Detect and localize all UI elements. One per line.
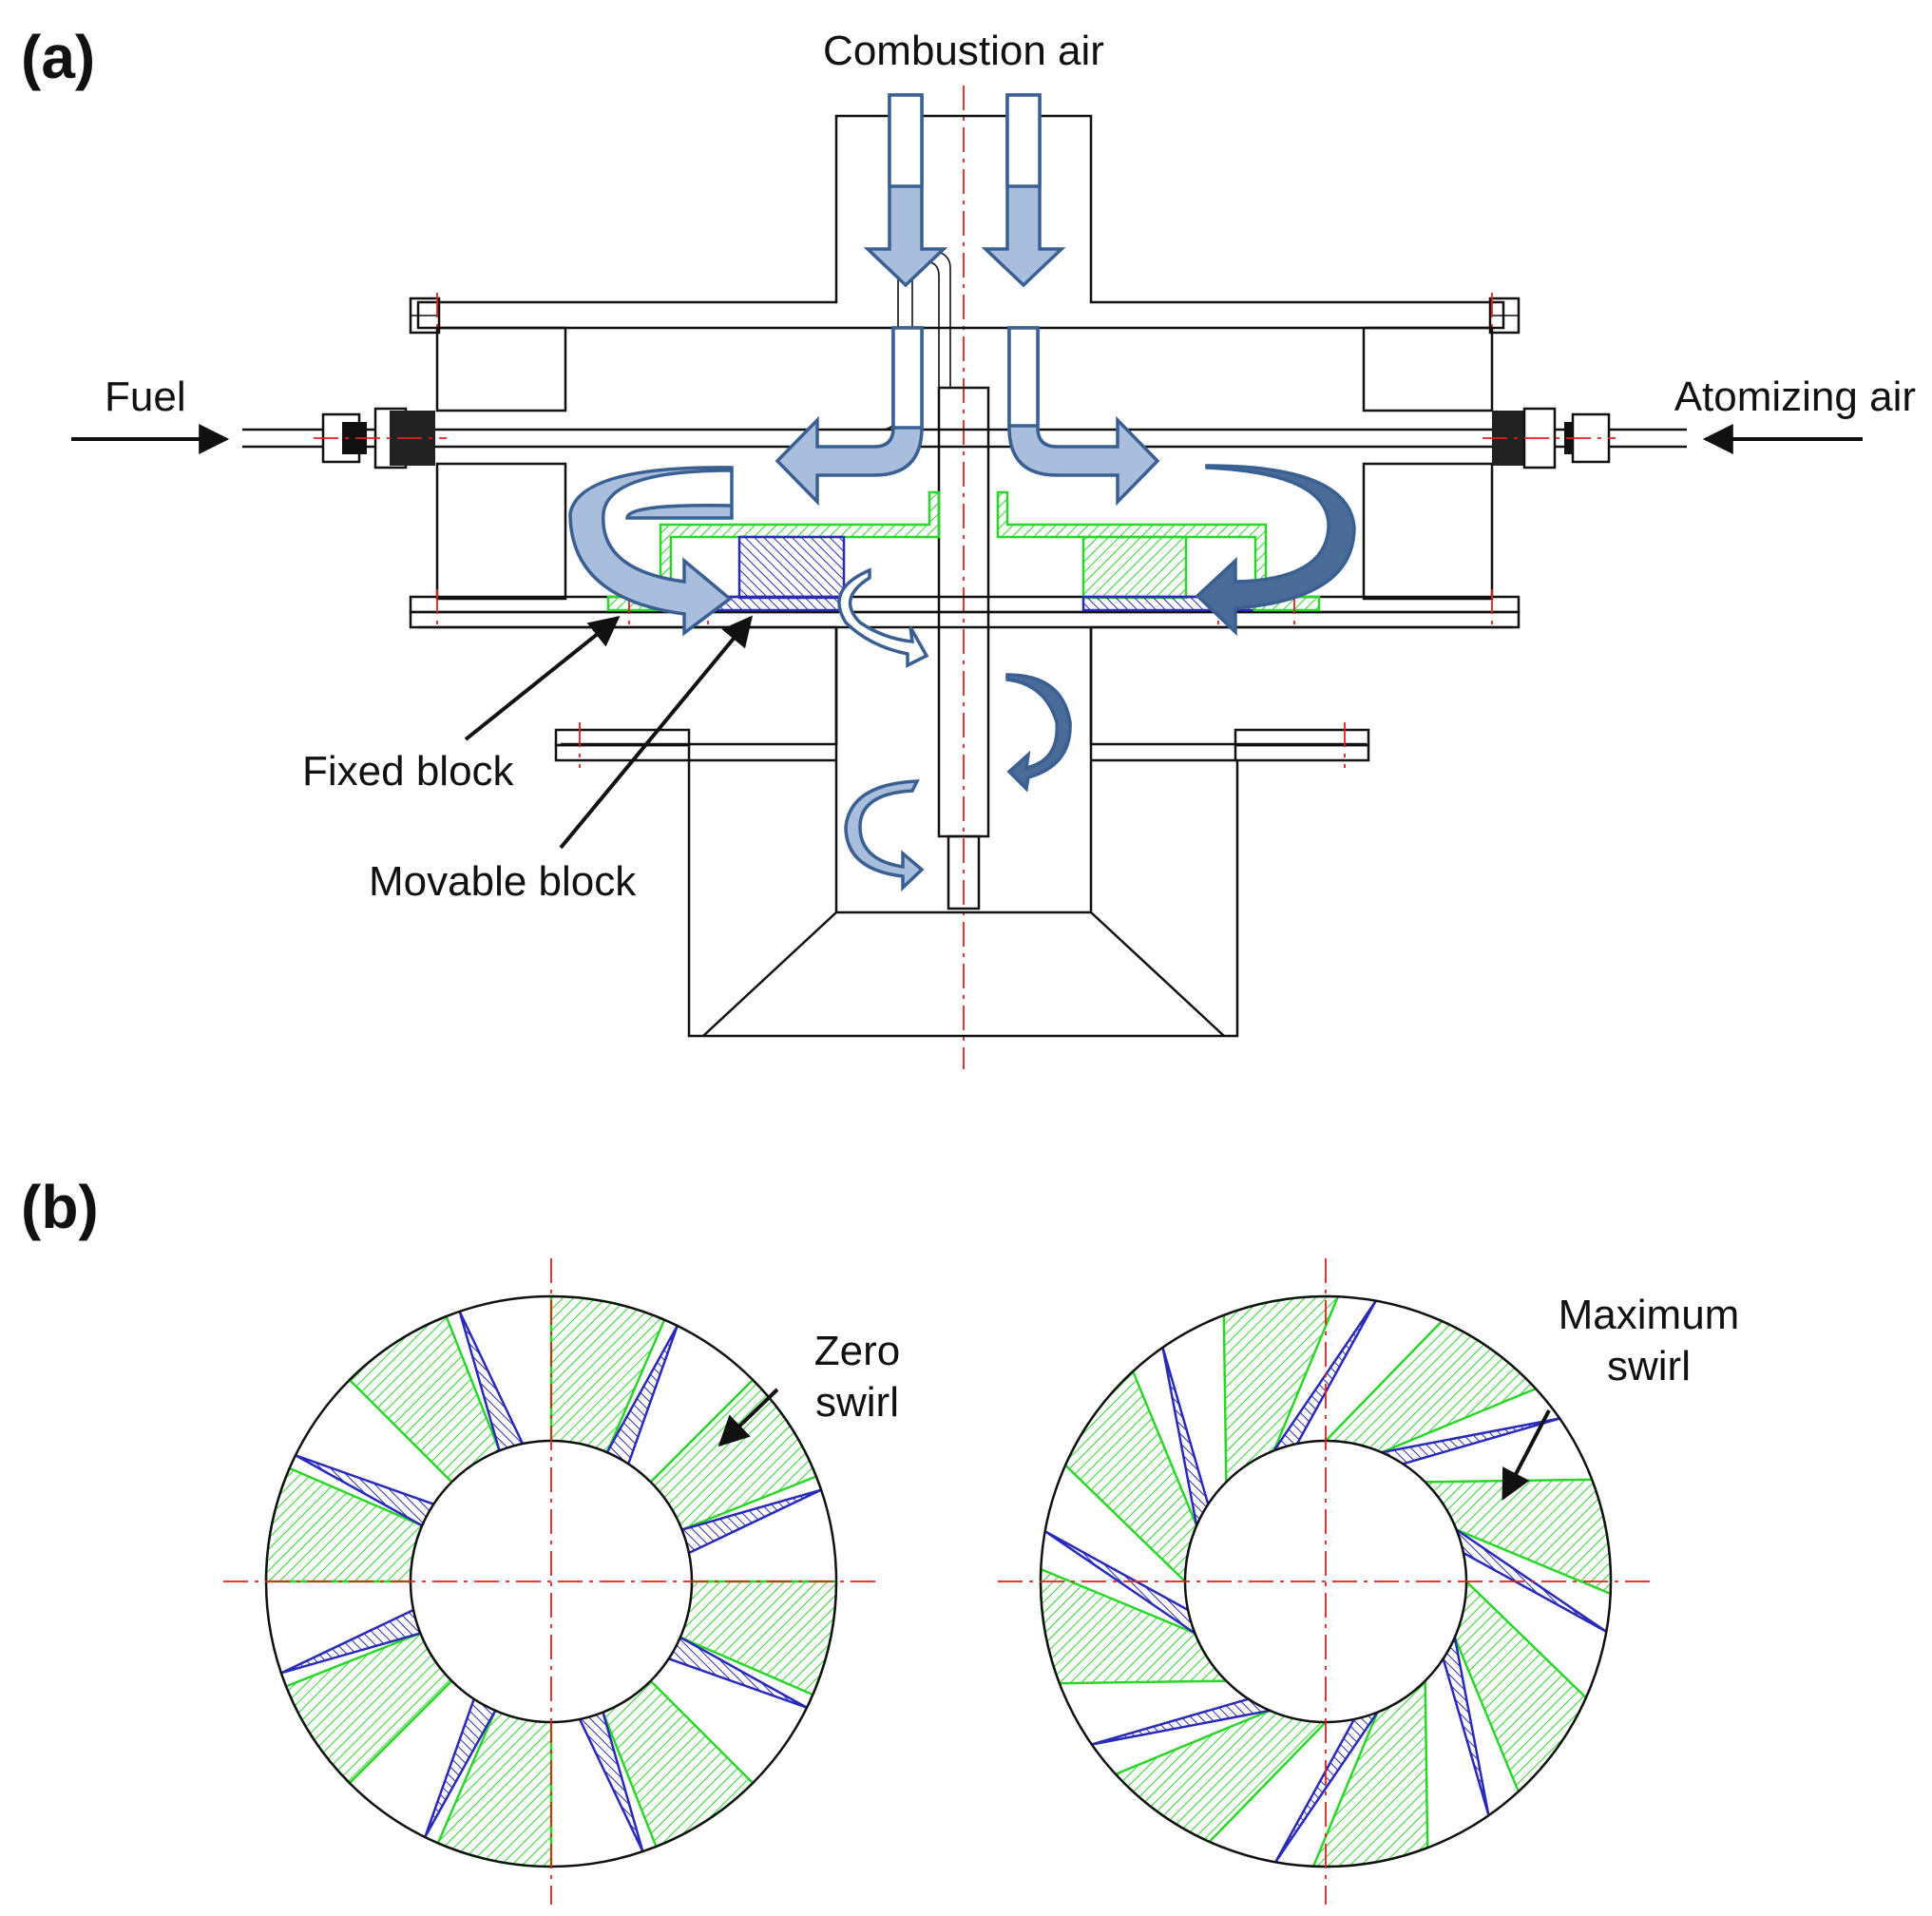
zero-swirl-label-line1: Zero <box>814 1328 900 1374</box>
swirl-arrow-left-upper <box>568 466 734 637</box>
ring-left-fixed-vane <box>549 1294 666 1454</box>
movable-block-pointer <box>559 615 754 850</box>
zero-swirl-label-line2: swirl <box>815 1379 899 1426</box>
maximum-swirl-pointer <box>1502 1409 1551 1501</box>
ring-left-fixed-vane <box>436 1709 553 1868</box>
swirler-ring-zero-swirl <box>223 1258 879 1905</box>
ring-left-fixed-vane <box>679 1580 838 1696</box>
flow-arrow-turn-right <box>1007 326 1160 507</box>
maximum-swirl-label-line2: swirl <box>1607 1343 1691 1389</box>
swirl-arrow-center-3 <box>844 779 925 892</box>
flow-arrow-turn-left <box>775 326 924 507</box>
ring-left-fixed-vane <box>348 1314 502 1485</box>
combustion-air-flow <box>568 93 1356 892</box>
fixed-block-pointer <box>464 616 621 741</box>
panel-a-label: (a) <box>21 23 95 91</box>
fixed-vane-right <box>1081 535 1188 600</box>
ring-left-fixed-vane <box>601 1678 755 1849</box>
panel-a: (a) <box>21 23 1916 1069</box>
panel-b-label: (b) <box>21 1173 99 1241</box>
ring-left-fixed-vane <box>648 1378 818 1532</box>
fixed-block-label: Fixed block <box>302 748 515 795</box>
ring-left-fixed-vane <box>264 1466 424 1583</box>
combustion-air-label: Combustion air <box>823 28 1104 74</box>
swirl-arrow-center-1 <box>837 567 929 668</box>
maximum-swirl-label-line1: Maximum <box>1559 1292 1740 1338</box>
swirl-arrow-right-upper <box>1195 464 1356 637</box>
fuel-connector <box>314 407 447 469</box>
zero-swirl-pointer <box>717 1388 779 1447</box>
fuel-label: Fuel <box>105 374 186 420</box>
swirl-arrow-center-2 <box>1005 673 1072 793</box>
atomizing-air-label: Atomizing air <box>1674 374 1916 420</box>
swirler-ring-maximum-swirl <box>998 1258 1654 1905</box>
ring-left-fixed-vane <box>284 1631 454 1785</box>
movable-block-label: Movable block <box>369 858 637 905</box>
movable-block-left <box>737 535 846 600</box>
atomizing-air-connector <box>1482 407 1616 469</box>
panel-b: (b) Zero swirl Maximum swirl <box>21 1173 1739 1905</box>
